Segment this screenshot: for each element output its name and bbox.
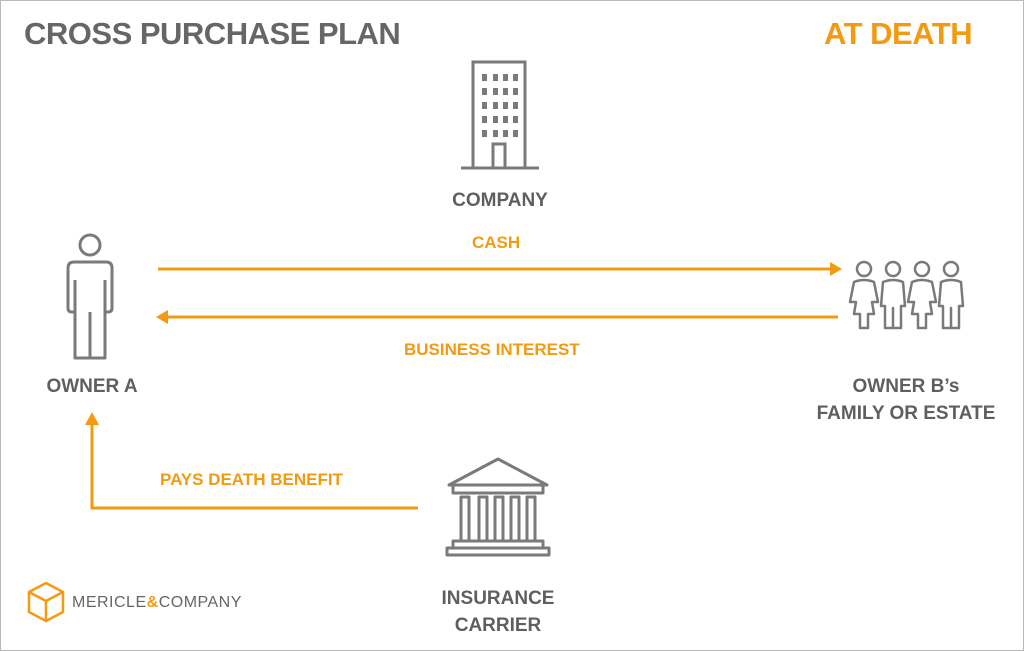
page-subtitle: AT DEATH (824, 16, 973, 51)
building-icon (461, 60, 539, 170)
logo-name-part1: MERICLE (72, 594, 147, 611)
company-logo-text: MERICLE&COMPANY (72, 594, 242, 612)
logo-ampersand: & (146, 594, 159, 611)
death-benefit-label: PAYS DEATH BENEFIT (160, 470, 343, 489)
cash-label: CASH (472, 233, 521, 252)
owner-b-label-line2: FAMILY OR ESTATE (816, 403, 996, 424)
person-icon (66, 233, 114, 360)
death-benefit-arrow (90, 424, 418, 510)
cube-logo-icon (27, 581, 65, 623)
page-title: CROSS PURCHASE PLAN (24, 16, 401, 51)
business-interest-arrowhead (156, 310, 168, 324)
insurance-label-line1: INSURANCE (441, 588, 555, 609)
insurance-label-line2: CARRIER (454, 615, 542, 636)
company-label: COMPANY (452, 190, 548, 211)
business-interest-label: BUSINESS INTEREST (404, 340, 580, 359)
owner-b-label-line1: OWNER B’s (852, 376, 960, 397)
owner-a-label: OWNER A (46, 376, 138, 397)
death-benefit-arrowhead (85, 412, 99, 425)
family-icon (848, 260, 965, 330)
bank-icon (445, 457, 551, 557)
logo-name-part2: COMPANY (158, 594, 242, 611)
cash-arrowhead (830, 262, 842, 276)
